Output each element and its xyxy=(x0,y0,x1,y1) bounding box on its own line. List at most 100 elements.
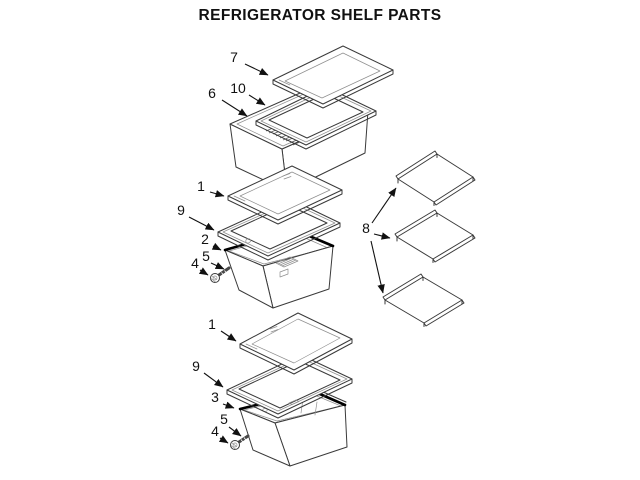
frame9-clip-detail xyxy=(245,238,251,244)
wire-shelf-bottom-stubs xyxy=(384,276,463,327)
wire-shelf-top-stubs xyxy=(397,153,474,206)
callout-2-label: 2 xyxy=(201,231,209,247)
callout-7: 7 xyxy=(230,49,269,76)
callout-1-mid: 1 xyxy=(197,178,225,198)
callout-1-bottom-arrow xyxy=(220,330,237,342)
frame10-thickness xyxy=(255,110,377,150)
callout-8-arrow-middle xyxy=(373,232,391,240)
screw-bottom-head-inner xyxy=(232,442,238,448)
callout-5-bottom-label: 5 xyxy=(220,411,228,427)
screw-bottom-threads xyxy=(240,437,248,444)
glass1b-emblem xyxy=(269,326,279,333)
frame9b-mid xyxy=(231,357,348,412)
screw-mid-head-inner xyxy=(212,275,218,281)
callout-7-arrow xyxy=(244,63,269,76)
callout-7-label: 7 xyxy=(230,49,238,65)
frame10-cutout xyxy=(268,93,364,139)
drawer2-front-face xyxy=(224,249,274,309)
glass7-pane xyxy=(284,52,381,99)
glass1b-outer xyxy=(239,312,353,371)
callout-10-arrow xyxy=(248,94,266,106)
callout-4-bottom: 4 xyxy=(211,423,229,444)
callout-5-mid: 5 xyxy=(202,248,225,270)
glass-insert-part1-mid xyxy=(227,165,343,225)
callouts: 7 10 6 1 9 2 5 4 xyxy=(177,49,397,444)
callout-6: 6 xyxy=(208,85,248,117)
wire-shelf-middle xyxy=(394,209,476,263)
glass1b-pane xyxy=(251,318,341,364)
callout-8-label: 8 xyxy=(362,220,370,236)
callout-8: 8 xyxy=(362,187,397,294)
glass1b-connector xyxy=(245,343,258,350)
glass7-connector xyxy=(278,79,291,86)
screw-mid-head-hatch xyxy=(210,275,217,283)
drawer2-vent xyxy=(275,256,299,268)
screw-bottom xyxy=(230,434,250,450)
callout-10: 10 xyxy=(230,80,266,106)
callout-9-bottom-label: 9 xyxy=(192,358,200,374)
callout-5-mid-arrow xyxy=(210,262,225,270)
callout-4-bottom-arrow xyxy=(218,435,229,444)
callout-5-mid-label: 5 xyxy=(202,248,210,264)
screw-mid-threads xyxy=(221,270,228,277)
callout-2: 2 xyxy=(201,231,222,251)
wire-shelf-bottom-rail-front xyxy=(423,299,465,327)
callout-6-label: 6 xyxy=(208,85,216,101)
callout-4-mid-label: 4 xyxy=(191,255,199,271)
wire-shelf-middle-rail-front xyxy=(432,234,476,263)
callout-3-label: 3 xyxy=(211,389,219,405)
middle-shelf-assembly xyxy=(210,165,343,309)
wire-shelf-bottom-plate xyxy=(384,276,463,324)
page-title: REFRIGERATOR SHELF PARTS xyxy=(199,7,442,24)
callout-1-bottom: 1 xyxy=(208,316,237,342)
glass-shelf-part7 xyxy=(272,45,394,109)
callout-2-arrow xyxy=(211,242,222,251)
callout-8-arrow-bottom xyxy=(370,240,385,294)
callout-9-bottom-arrow xyxy=(203,372,224,388)
wire-shelf-top-plate xyxy=(397,153,474,203)
wire-shelves-part8 xyxy=(382,150,476,327)
shelf-trim-part9-mid xyxy=(217,198,341,261)
frame9b-clip-detail xyxy=(288,399,300,405)
wire-shelf-top-rail-back xyxy=(395,150,438,180)
shelf-trim-part9-bottom xyxy=(226,354,353,419)
bottom-shelf-assembly xyxy=(226,312,353,467)
wire-shelf-middle-stubs xyxy=(396,212,474,263)
callout-1-mid-arrow xyxy=(209,190,225,198)
callout-3: 3 xyxy=(211,389,235,409)
callout-9-mid-label: 9 xyxy=(177,202,185,218)
callout-9-mid-arrow xyxy=(188,216,215,231)
glass7-outer xyxy=(272,45,394,105)
callout-4-mid-arrow xyxy=(198,267,209,276)
callout-1-bottom-label: 1 xyxy=(208,316,216,332)
screw-mid xyxy=(210,266,231,283)
callout-3-arrow xyxy=(222,401,235,409)
screw-bottom-head-hatch xyxy=(230,442,237,450)
frame10-mid xyxy=(260,89,372,143)
callout-9-mid: 9 xyxy=(177,202,215,231)
wire-shelf-middle-rail-back xyxy=(394,209,438,238)
wire-shelf-bottom-rail-back xyxy=(382,273,424,301)
callout-8-arrow-top xyxy=(371,187,397,224)
glass1-connector xyxy=(233,195,246,202)
screw-mid-shaft xyxy=(217,266,231,277)
callout-5-bottom: 5 xyxy=(220,411,242,437)
glass1-outer xyxy=(227,165,343,221)
top-shelf-assembly xyxy=(229,45,394,192)
glass1-emblem xyxy=(282,173,292,180)
glass-insert-part1-bottom xyxy=(239,312,353,375)
callout-10-label: 10 xyxy=(230,80,246,96)
wire-shelf-top xyxy=(395,150,476,206)
callout-4-bottom-label: 4 xyxy=(211,423,219,439)
frame9b-cutout xyxy=(238,360,341,409)
callout-6-arrow xyxy=(221,99,248,117)
wire-shelf-bottom xyxy=(382,273,465,327)
callout-5-bottom-arrow xyxy=(228,426,242,437)
wire-shelf-middle-plate xyxy=(396,212,474,260)
shelf-frame-part10 xyxy=(255,86,377,150)
wire-shelf-top-rail-front xyxy=(433,176,476,206)
glass1-pane xyxy=(239,171,331,215)
callout-9-bottom: 9 xyxy=(192,358,224,388)
glass1-thickness xyxy=(227,189,343,225)
